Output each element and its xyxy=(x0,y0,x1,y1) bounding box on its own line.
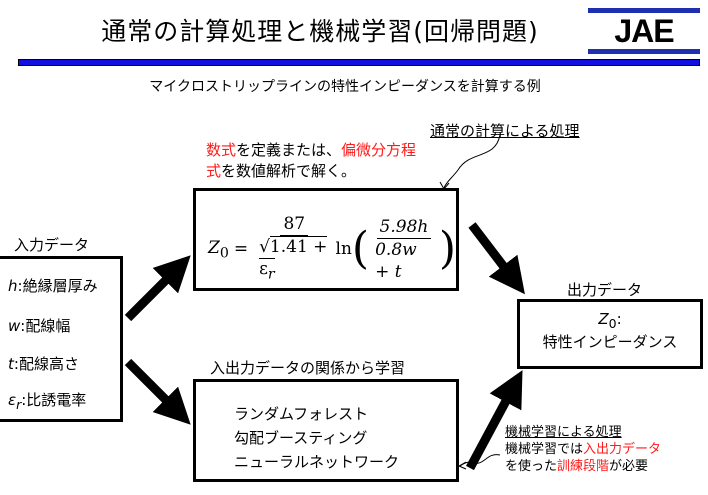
title-divider xyxy=(18,59,700,66)
desc-text: を数値解析で解く。 xyxy=(221,162,357,180)
sub: 0 xyxy=(608,316,617,331)
input-data-label: 入力データ xyxy=(14,236,90,254)
desc: :絶縁層厚み xyxy=(17,277,98,295)
note-text: が必要 xyxy=(609,459,649,474)
formula-equals: = xyxy=(233,239,249,260)
note-highlight: 訓練段階 xyxy=(557,459,610,474)
ml-methods: ランダムフォレスト 勾配ブースティング ニューラルネットワーク xyxy=(234,402,399,474)
slide-title: 通常の計算処理と機械学習(回帰問題) xyxy=(101,17,539,46)
ml-method: ランダムフォレスト xyxy=(234,405,369,423)
arrow-input-to-ml xyxy=(124,358,191,425)
formula-ln: ln xyxy=(335,239,352,260)
desc: :配線幅 xyxy=(20,317,71,335)
desc-highlight: 偏微分方程 xyxy=(341,141,417,159)
desc: :配線高さ xyxy=(13,355,79,373)
note-text: を使った xyxy=(505,459,558,474)
var: h xyxy=(8,277,18,295)
subtitle: マイクロストリップラインの特性インピーダンスを計算する例 xyxy=(149,79,541,95)
input-data-box: h:絶縁層厚み w:配線幅 t:配線高さ εr:比誘電率 xyxy=(0,256,123,422)
radicand-text: 1.41 + ε xyxy=(259,237,328,279)
logo-text: JAE xyxy=(614,13,674,49)
var: w xyxy=(8,317,21,335)
ml-note-line2: を使った訓練段階が必要 xyxy=(505,458,661,475)
output-data-label: 出力データ xyxy=(567,281,643,299)
fraction-1: 87 √1.41 + εr xyxy=(256,213,332,285)
sub: r xyxy=(16,397,22,412)
formula-rparen: ) xyxy=(438,223,456,275)
ml-note: 機械学習による処理 機械学習では入出力データ を使った訓練段階が必要 xyxy=(505,424,661,475)
sqrt-sign: √ xyxy=(259,237,270,257)
input-item-h: h:絶縁層厚み xyxy=(8,275,98,296)
ml-method: ニューラルネットワーク xyxy=(234,453,400,471)
ml-box: ランダムフォレスト 勾配ブースティング ニューラルネットワーク xyxy=(193,379,459,482)
var: Z xyxy=(598,310,609,328)
input-item-t: t:配線高さ xyxy=(8,353,79,374)
fraction-2-numerator: 5.98h xyxy=(376,216,432,239)
var: ε xyxy=(8,391,17,409)
formula-lhs-sub: 0 xyxy=(219,244,229,261)
jae-logo: JAE xyxy=(588,8,700,54)
colon: : xyxy=(616,310,622,328)
output-desc: 特性インピーダンス xyxy=(542,333,678,351)
output-var: Z0: xyxy=(520,310,700,331)
fraction-1-denominator: √1.41 + εr xyxy=(256,236,332,285)
var: t xyxy=(8,355,14,373)
fraction-1-numerator: 87 xyxy=(280,213,309,236)
ml-note-line1: 機械学習では入出力データ xyxy=(505,441,661,458)
impedance-formula: Z0 = 87 √1.41 + εr ln ( 5.98h 0.8w + t ) xyxy=(208,213,456,285)
radicand-sub: r xyxy=(267,266,275,283)
arrow-ml-to-output xyxy=(466,370,523,471)
desc-text: を定義または、 xyxy=(236,141,342,159)
ml-note-title: 機械学習による処理 xyxy=(505,425,622,440)
arrow-input-to-formula xyxy=(124,255,191,322)
ml-learning-label: 入出力データの関係から学習 xyxy=(210,359,406,377)
curved-pointer-normal xyxy=(443,134,501,189)
formula-lhs: Z xyxy=(208,237,220,258)
arrow-formula-to-output xyxy=(468,222,525,295)
radicand: 1.41 + εr xyxy=(259,236,328,283)
input-item-w: w:配線幅 xyxy=(8,315,70,336)
desc-highlight: 数式 xyxy=(206,141,237,159)
input-item-er: εr:比誘電率 xyxy=(8,389,86,412)
normal-processing-label: 通常の計算による処理 xyxy=(430,122,580,140)
formula-lparen: ( xyxy=(351,223,370,275)
output-data-box: Z0: 特性インピーダンス xyxy=(517,299,703,369)
desc: :比誘電率 xyxy=(21,391,87,409)
desc-highlight: 式 xyxy=(206,162,222,180)
formula-box: Z0 = 87 √1.41 + εr ln ( 5.98h 0.8w + t ) xyxy=(193,188,459,291)
ml-method: 勾配ブースティング xyxy=(234,429,368,447)
fraction-2: 5.98h 0.8w + t xyxy=(372,216,436,283)
note-text: 機械学習では xyxy=(505,442,584,457)
fraction-2-denominator: 0.8w + t xyxy=(375,239,417,282)
note-highlight: 入出力データ xyxy=(583,442,662,457)
normal-description: 数式を定義または、偏微分方程 式を数値解析で解く。 xyxy=(206,140,456,182)
